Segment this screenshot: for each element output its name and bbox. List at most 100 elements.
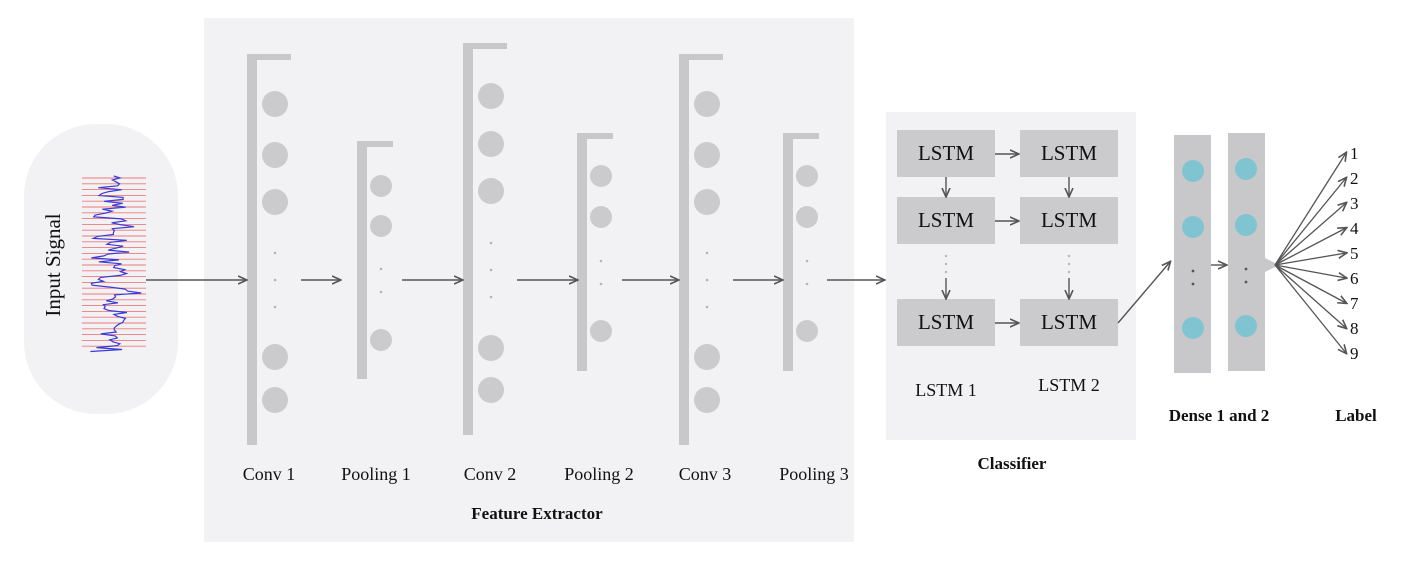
layer-node (590, 320, 612, 342)
layer-label-pooling-1: Pooling 1 (341, 464, 411, 484)
dense-node (1235, 214, 1257, 236)
layer-node (590, 206, 612, 228)
layer-bar (463, 43, 473, 435)
dense-node (1235, 315, 1257, 337)
layer-bar-cap (463, 43, 507, 49)
layer-ellipsis-dot (379, 267, 383, 271)
lstm-cell (1020, 197, 1118, 244)
output-arrow (1274, 153, 1346, 266)
lstm-cell (1020, 299, 1118, 346)
dense-label: Dense 1 and 2 (1169, 406, 1270, 425)
layer-ellipsis-dot (273, 278, 277, 282)
layer-pooling-1 (357, 141, 393, 379)
layer-node (694, 189, 720, 215)
layer-node (262, 387, 288, 413)
layer-node (796, 320, 818, 342)
layer-ellipsis-dot (379, 290, 383, 294)
layer-pooling-2 (577, 133, 613, 371)
output-label-5: 5 (1350, 244, 1359, 263)
dense-node (1235, 158, 1257, 180)
output-arrow (1274, 228, 1346, 266)
layer-node (694, 387, 720, 413)
output-fan-hub (1265, 258, 1279, 272)
layer-node (370, 329, 392, 351)
output-label-2: 2 (1350, 169, 1359, 188)
feature-extractor-layers (247, 43, 819, 445)
output-arrows (1274, 153, 1346, 353)
layer-ellipsis-dot (805, 259, 809, 263)
lstm-cell (897, 299, 995, 346)
layer-ellipsis-dot (705, 278, 709, 282)
layer-node (478, 335, 504, 361)
layer-node (262, 344, 288, 370)
layer-ellipsis-dot (273, 251, 277, 255)
classifier-title: Classifier (978, 454, 1047, 473)
layer-label-conv-3: Conv 3 (679, 464, 732, 484)
layer-ellipsis-dot (489, 295, 493, 299)
layer-conv-1 (247, 54, 291, 445)
layer-node (370, 215, 392, 237)
layer-ellipsis-dot (705, 305, 709, 309)
layer-bar (247, 54, 257, 445)
layer-ellipsis-dot (273, 305, 277, 309)
layer-bar-cap (679, 54, 723, 60)
output-arrow (1274, 178, 1346, 266)
layer-node (590, 165, 612, 187)
layer-bar (577, 133, 587, 371)
layer-node (796, 206, 818, 228)
layer-node (694, 91, 720, 117)
output-label-7: 7 (1350, 294, 1359, 313)
dense-node (1182, 160, 1204, 182)
lstm-cell-label: LSTM (918, 141, 974, 165)
layer-label-pooling-3: Pooling 3 (779, 464, 849, 484)
output-arrow (1274, 264, 1346, 278)
lstm-column-label-1: LSTM 1 (915, 380, 977, 400)
lstm-ellipsis (944, 254, 1071, 274)
layer-node (796, 165, 818, 187)
input-signal-block (24, 124, 178, 414)
layer-node (694, 142, 720, 168)
dense-node (1182, 216, 1204, 238)
lstm-grid: LSTM LSTM LSTM LSTM LSTM LSTM (897, 130, 1118, 346)
output-arrow (1274, 264, 1346, 303)
output-arrow (1274, 203, 1346, 266)
layer-ellipsis-dot (489, 241, 493, 245)
layer-bar (357, 141, 367, 379)
lstm-arrows (946, 154, 1069, 323)
layer-node (262, 142, 288, 168)
layer-node (262, 91, 288, 117)
layer-node (262, 189, 288, 215)
layer-ellipsis-dot (599, 259, 603, 263)
dense-layers (1174, 133, 1265, 373)
layer-bar (783, 133, 793, 371)
layer-label-conv-2: Conv 2 (464, 464, 517, 484)
layer-node (478, 377, 504, 403)
layer-label-pooling-2: Pooling 2 (564, 464, 634, 484)
lstm-cell (1020, 130, 1118, 177)
output-label-3: 3 (1350, 194, 1359, 213)
lstm-column-label-2: LSTM 2 (1038, 375, 1100, 395)
lstm-cell-label: LSTM (1041, 141, 1097, 165)
layer-label-conv-1: Conv 1 (243, 464, 296, 484)
signal-waveform (90, 175, 142, 353)
layer-bar-cap (577, 133, 613, 139)
output-arrow (1274, 264, 1346, 353)
layer-ellipsis-dot (599, 282, 603, 286)
layer-node (478, 83, 504, 109)
feature-extractor-layer-labels: Conv 1 Pooling 1 Conv 2 Pooling 2 Conv 3… (243, 464, 849, 484)
layer-node (478, 131, 504, 157)
output-labels: 1 2 3 4 5 6 7 8 9 (1350, 144, 1359, 363)
input-signal-label: Input Signal (41, 213, 65, 316)
output-arrow (1274, 253, 1346, 266)
feature-extractor-title: Feature Extractor (471, 504, 603, 523)
lstm-cell-label: LSTM (918, 208, 974, 232)
layer-bar-cap (247, 54, 291, 60)
layer-ellipsis-dot (805, 282, 809, 286)
label-title: Label (1335, 406, 1377, 425)
layer-node (694, 344, 720, 370)
layer-ellipsis-dot (705, 251, 709, 255)
output-label-8: 8 (1350, 319, 1359, 338)
layer-node (478, 178, 504, 204)
